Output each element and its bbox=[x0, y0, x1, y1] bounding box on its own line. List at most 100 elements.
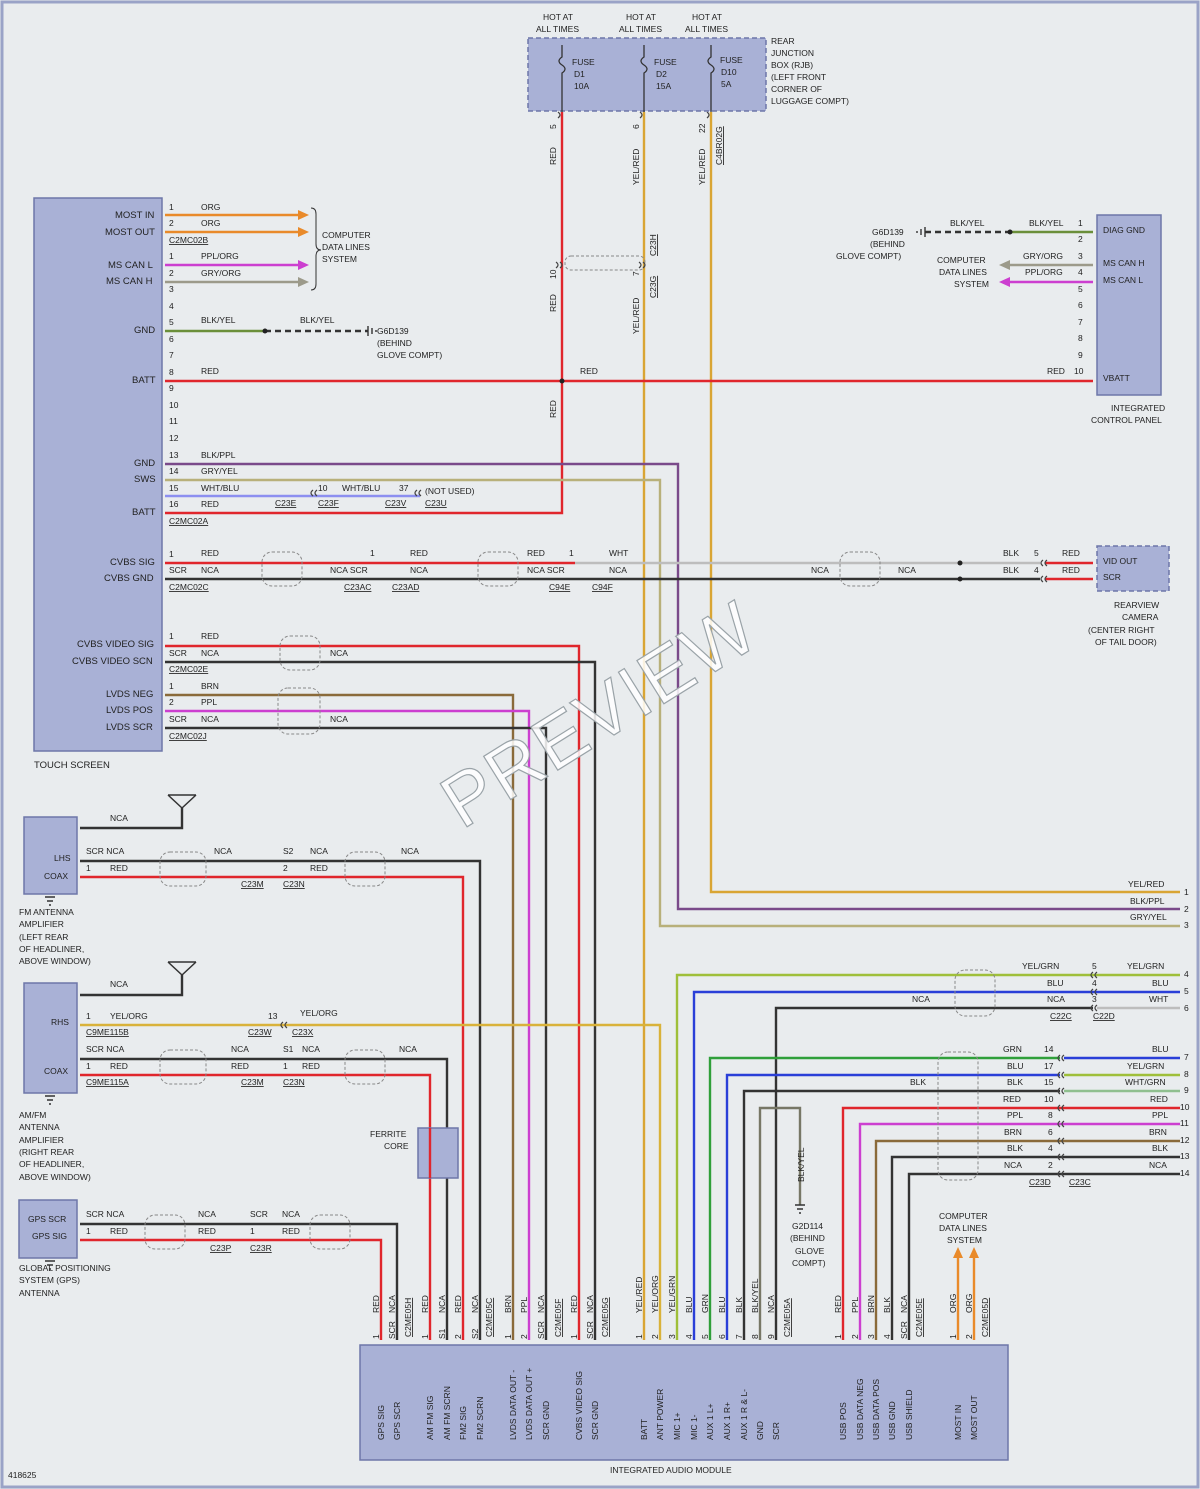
ground-label: (BEHIND bbox=[870, 239, 905, 249]
svg-text:WHT: WHT bbox=[1149, 994, 1168, 1004]
camera-label: (CENTER RIGHT bbox=[1088, 625, 1155, 635]
svg-text:NCA SCR: NCA SCR bbox=[527, 565, 565, 575]
svg-text:RED: RED bbox=[1062, 565, 1080, 575]
svg-text:13: 13 bbox=[268, 1011, 278, 1021]
svg-text:12: 12 bbox=[1180, 1135, 1190, 1145]
svg-text:2: 2 bbox=[169, 697, 174, 707]
svg-text:1: 1 bbox=[86, 863, 91, 873]
preview-watermark: PREVIEW bbox=[426, 585, 771, 844]
svg-text:(NOT USED): (NOT USED) bbox=[425, 486, 475, 496]
iam-pin-name: LVDS DATA OUT - bbox=[508, 1370, 518, 1440]
amfm-amp-box bbox=[23, 982, 78, 1094]
svg-text:GND: GND bbox=[134, 458, 155, 469]
iam-pin-number: 1 bbox=[503, 1334, 513, 1339]
svg-text:SCR: SCR bbox=[169, 648, 187, 658]
svg-text:NCA: NCA bbox=[310, 846, 328, 856]
iam-pin-name: LVDS DATA OUT + bbox=[524, 1368, 534, 1440]
svg-text:RED: RED bbox=[201, 499, 219, 509]
svg-text:OF HEADLINER,: OF HEADLINER, bbox=[19, 1159, 84, 1169]
svg-text:G2D114: G2D114 bbox=[792, 1221, 823, 1231]
svg-text:BLK/YEL: BLK/YEL bbox=[1029, 218, 1064, 228]
svg-text:RED: RED bbox=[410, 548, 428, 558]
svg-text:1: 1 bbox=[169, 202, 174, 212]
svg-text:C23C: C23C bbox=[1069, 1177, 1091, 1187]
connector-label: C2ME05A bbox=[782, 1298, 792, 1337]
camera-pin-label: SCR bbox=[1103, 572, 1121, 582]
wire-color-label: BLK/YEL bbox=[796, 1147, 806, 1182]
svg-text:COMPT): COMPT) bbox=[792, 1258, 826, 1268]
svg-text:C94E: C94E bbox=[549, 582, 571, 592]
iam-pin-name: USB POS bbox=[838, 1402, 848, 1440]
iam-pin-number: S2 bbox=[470, 1328, 480, 1339]
svg-text:SYSTEM (GPS): SYSTEM (GPS) bbox=[19, 1275, 80, 1285]
touch-screen-box bbox=[33, 197, 163, 752]
fuse1-label: 10A bbox=[574, 81, 589, 91]
svg-text:ORG: ORG bbox=[201, 218, 220, 228]
svg-text:1: 1 bbox=[1184, 887, 1189, 897]
svg-text:BLU: BLU bbox=[1152, 978, 1169, 988]
wire-gryyel bbox=[165, 478, 1180, 928]
wires bbox=[80, 112, 1180, 1340]
iam-pin-wire-color: NCA bbox=[585, 1295, 595, 1313]
svg-text:RED: RED bbox=[201, 631, 219, 641]
svg-text:C23AD: C23AD bbox=[392, 582, 419, 592]
iam-pin-number: S1 bbox=[437, 1328, 447, 1339]
svg-text:1: 1 bbox=[250, 1226, 255, 1236]
svg-text:LVDS SCR: LVDS SCR bbox=[106, 722, 153, 733]
iam-pin-name: ANT POWER bbox=[655, 1389, 665, 1440]
iam-pin-number: SCR bbox=[387, 1321, 397, 1339]
svg-text:10: 10 bbox=[1180, 1102, 1190, 1112]
svg-text:SCR NCA: SCR NCA bbox=[86, 1209, 125, 1219]
svg-text:WHT/GRN: WHT/GRN bbox=[1125, 1077, 1166, 1087]
svg-text:SWS: SWS bbox=[134, 474, 156, 485]
svg-text:GPS SIG: GPS SIG bbox=[32, 1231, 67, 1241]
svg-text:2: 2 bbox=[169, 268, 174, 278]
svg-text:11: 11 bbox=[169, 416, 178, 426]
wire-grn-aux bbox=[708, 1056, 1060, 1340]
svg-text:BATT: BATT bbox=[132, 375, 156, 386]
svg-text:BLK/PPL: BLK/PPL bbox=[201, 450, 236, 460]
svg-text:FM ANTENNA: FM ANTENNA bbox=[19, 907, 74, 917]
svg-text:C2MC02E: C2MC02E bbox=[169, 664, 209, 674]
wire-blu-aux bbox=[725, 1073, 1060, 1340]
fuse2-label: 15A bbox=[656, 81, 671, 91]
camera-label: CAMERA bbox=[1122, 612, 1159, 622]
svg-text:C23E: C23E bbox=[275, 498, 297, 508]
wire-nca-amfm-ant bbox=[80, 975, 184, 997]
connector-label: C2ME05G bbox=[600, 1297, 610, 1337]
iam-pin-number: 2 bbox=[964, 1334, 974, 1339]
icp-box bbox=[1096, 214, 1162, 396]
svg-text:C23M: C23M bbox=[241, 1077, 264, 1087]
svg-text:BLK: BLK bbox=[1152, 1143, 1168, 1153]
svg-text:C22D: C22D bbox=[1093, 1011, 1115, 1021]
svg-text:NCA: NCA bbox=[912, 994, 930, 1004]
svg-text:5: 5 bbox=[1034, 548, 1039, 558]
svg-text:1: 1 bbox=[283, 1061, 288, 1071]
svg-text:6: 6 bbox=[1078, 300, 1083, 310]
svg-text:1: 1 bbox=[169, 251, 174, 261]
iam-pin-wire-color: RED bbox=[371, 1295, 381, 1313]
svg-text:2: 2 bbox=[169, 218, 174, 228]
pin-label: 10 bbox=[548, 269, 558, 279]
fuse3-label: D10 bbox=[721, 67, 737, 77]
ferrite-label: FERRITE bbox=[370, 1129, 407, 1139]
svg-text:LHS: LHS bbox=[54, 853, 71, 863]
wire-ppl-lvds bbox=[165, 709, 531, 1340]
svg-text:5: 5 bbox=[1092, 961, 1097, 971]
svg-text:RED: RED bbox=[110, 1226, 128, 1236]
svg-text:RHS: RHS bbox=[51, 1017, 69, 1027]
svg-text:GND: GND bbox=[134, 325, 155, 336]
svg-text:CVBS VIDEO SCN: CVBS VIDEO SCN bbox=[72, 656, 153, 667]
svg-text:BRN: BRN bbox=[201, 681, 219, 691]
svg-text:YEL/ORG: YEL/ORG bbox=[300, 1008, 338, 1018]
svg-text:C2MC02J: C2MC02J bbox=[169, 731, 207, 741]
iam-pin-number: 1 bbox=[948, 1334, 958, 1339]
svg-text:3: 3 bbox=[169, 284, 174, 294]
svg-text:RED: RED bbox=[231, 1061, 249, 1071]
svg-text:RED: RED bbox=[580, 366, 598, 376]
iam-pin-wire-color: RED bbox=[453, 1295, 463, 1313]
pin-label: 6 bbox=[631, 124, 641, 129]
computer-data-lines-label: DATA LINES bbox=[322, 242, 370, 252]
iam-pin-number: 4 bbox=[684, 1334, 694, 1339]
rjb-box bbox=[527, 37, 767, 112]
